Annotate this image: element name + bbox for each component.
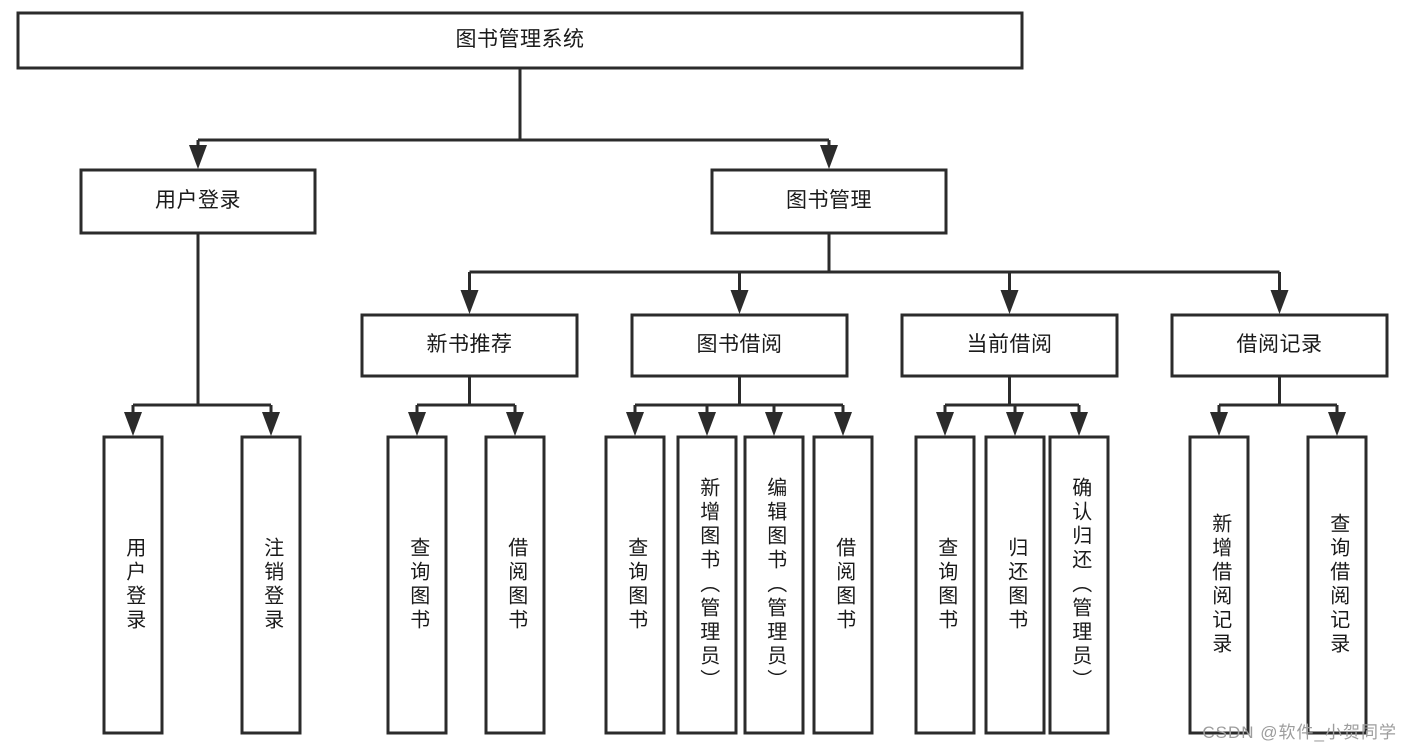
edge-arrowhead [1210, 412, 1228, 436]
edge-arrowhead [506, 412, 524, 436]
edge-arrowhead [765, 412, 783, 436]
edge-arrowhead [1000, 290, 1019, 314]
node-box-b-borrow[interactable] [812, 435, 874, 735]
node-box-current[interactable] [900, 313, 1119, 378]
edge-arrowhead [1270, 290, 1289, 314]
edge-arrowhead [834, 412, 852, 436]
node-box-root[interactable] [16, 11, 1024, 70]
edge-arrowhead [124, 412, 142, 436]
node-box-b-edit[interactable] [743, 435, 805, 735]
node-box-bookmgmt[interactable] [710, 168, 948, 235]
node-box-newbook[interactable] [360, 313, 579, 378]
edge-arrowhead [936, 412, 954, 436]
node-box-r-query[interactable] [1306, 435, 1368, 735]
node-box-c-return[interactable] [984, 435, 1046, 735]
node-box-b-query[interactable] [604, 435, 666, 735]
edge-arrowhead [1070, 412, 1088, 436]
edge-arrowhead [460, 290, 479, 314]
node-box-login[interactable] [79, 168, 317, 235]
edge-arrowhead [1006, 412, 1024, 436]
node-box-l-login[interactable] [102, 435, 164, 735]
node-box-b-add[interactable] [676, 435, 738, 735]
node-box-l-logout[interactable] [240, 435, 302, 735]
node-box-c-confirm[interactable] [1048, 435, 1110, 735]
node-box-records[interactable] [1170, 313, 1389, 378]
edge-arrowhead [698, 412, 716, 436]
edge-arrowhead [262, 412, 280, 436]
node-box-n-borrow[interactable] [484, 435, 546, 735]
edge-arrowhead [189, 145, 207, 169]
edge-arrowhead [820, 145, 838, 169]
edge-arrowhead [1328, 412, 1346, 436]
node-box-r-add[interactable] [1188, 435, 1250, 735]
node-box-n-query[interactable] [386, 435, 448, 735]
edge-arrowhead [408, 412, 426, 436]
edge-arrowhead [626, 412, 644, 436]
node-box-c-query[interactable] [914, 435, 976, 735]
edge-arrowhead [730, 290, 749, 314]
node-box-borrow[interactable] [630, 313, 849, 378]
